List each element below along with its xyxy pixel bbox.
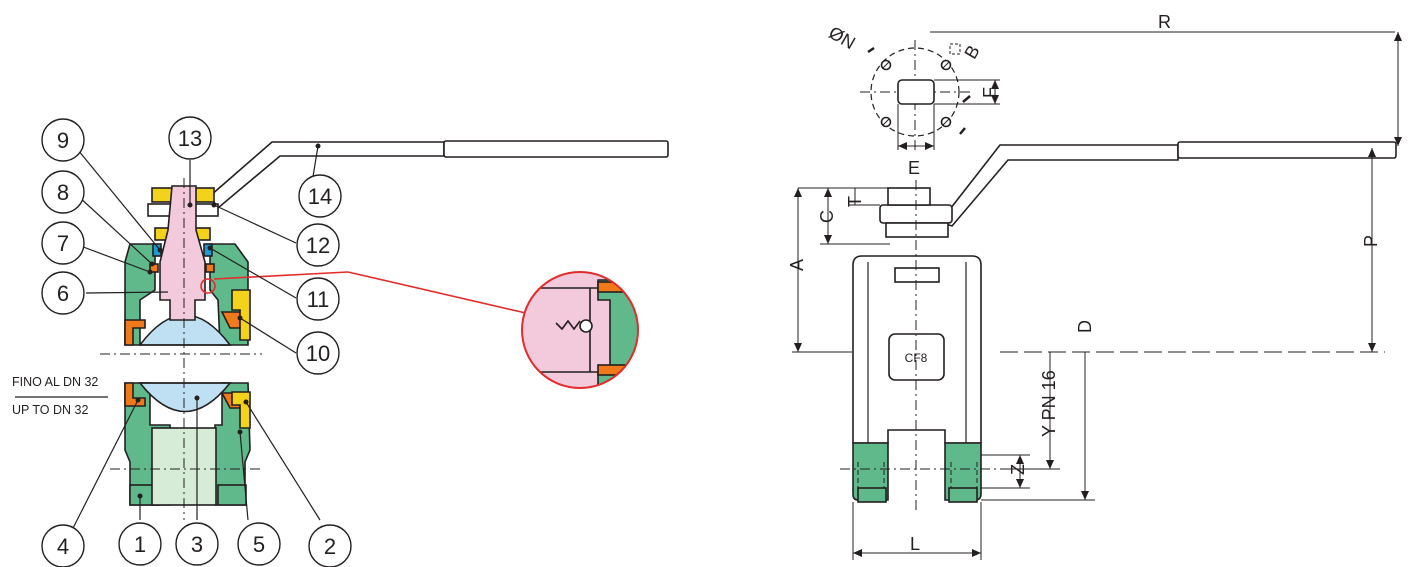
callout-14: 14 (298, 174, 342, 218)
svg-text:12: 12 (306, 233, 330, 258)
note-up-to-dn32-en: UP TO DN 32 (12, 403, 88, 417)
dim-l: L (910, 534, 920, 554)
ball (138, 314, 232, 413)
callout-10: 10 (296, 331, 340, 375)
body-marking: CF8 (905, 351, 928, 365)
callout-8: 8 (41, 170, 85, 214)
callout-leaders (15, 145, 321, 535)
stem-top (887, 187, 931, 206)
svg-text:3: 3 (191, 532, 203, 557)
svg-text:13: 13 (178, 126, 202, 151)
gasket-right (205, 263, 215, 273)
callout-2: 2 (308, 524, 352, 567)
dim-n: ØN (825, 22, 858, 53)
dim-p: P (1361, 235, 1381, 247)
callout-9: 9 (41, 118, 85, 162)
dimension-view (792, 31, 1399, 560)
lever-handle-right (938, 141, 1397, 227)
callout-12: 12 (296, 223, 340, 267)
top-flange-view (860, 31, 1395, 150)
callout-6: 6 (41, 271, 85, 315)
packing-right (203, 243, 213, 257)
svg-text:8: 8 (57, 180, 69, 205)
washer (885, 222, 949, 238)
callout-4: 4 (41, 524, 85, 567)
dim-b: B (960, 42, 983, 62)
callout-11: 11 (296, 277, 340, 321)
svg-text:11: 11 (307, 287, 330, 312)
dim-e: E (908, 158, 920, 178)
svg-text:1: 1 (134, 532, 146, 557)
dim-y-pn16: Y PN 16 (1039, 370, 1059, 437)
dim-z: Z (1008, 464, 1028, 475)
dim-c: C (817, 210, 837, 223)
dim-t: T (845, 196, 865, 207)
callout-3: 3 (175, 522, 219, 566)
note-up-to-dn32-it: FINO AL DN 32 (12, 375, 98, 389)
callout-13: 13 (168, 116, 212, 160)
svg-text:6: 6 (57, 281, 69, 306)
svg-text:10: 10 (306, 341, 330, 366)
callout-7: 7 (41, 221, 85, 265)
dim-a: A (787, 259, 807, 271)
stem (159, 185, 206, 321)
callout-1: 1 (118, 522, 162, 566)
callout-5: 5 (237, 522, 281, 566)
svg-text:7: 7 (57, 231, 69, 256)
dim-r: R (1158, 12, 1171, 32)
lever-handle-left (147, 140, 669, 217)
svg-text:5: 5 (253, 532, 265, 557)
detail-leader (200, 271, 531, 315)
svg-text:4: 4 (57, 534, 69, 559)
svg-text:9: 9 (57, 128, 69, 153)
svg-text:2: 2 (324, 534, 336, 559)
dim-f: F (980, 87, 1000, 98)
dimension-arrows (794, 32, 1402, 557)
detail-magnifier (521, 271, 639, 389)
svg-text:14: 14 (308, 184, 332, 209)
dim-d: D (1075, 320, 1095, 333)
